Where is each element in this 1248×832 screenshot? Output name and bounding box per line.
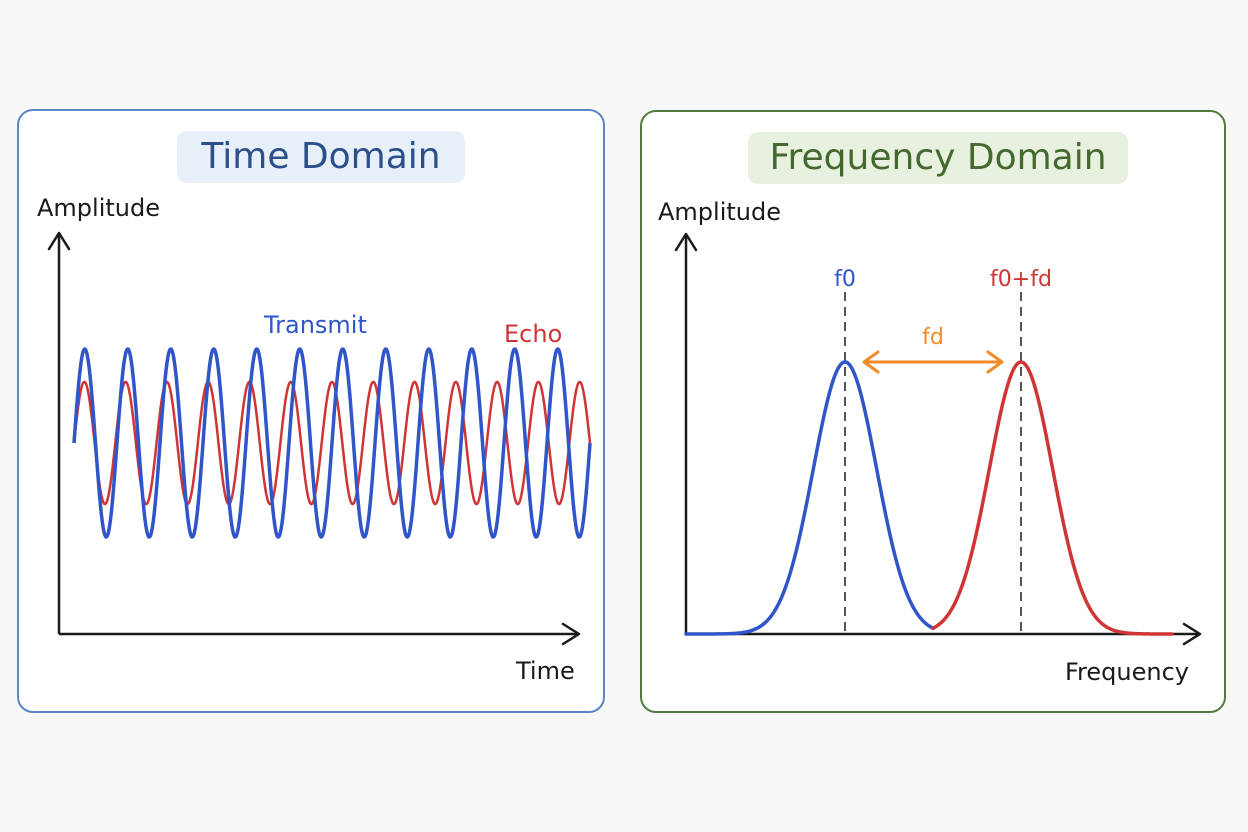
- time-y-axis-label: Amplitude: [37, 194, 160, 222]
- fd-shift-arrowhead-left: [862, 350, 880, 374]
- time-x-axis-arrowhead: [561, 622, 581, 646]
- frequency-domain-panel: Frequency Domain Amplitude Frequency f0 …: [640, 110, 1226, 713]
- f0-label: f0: [834, 267, 856, 292]
- time-x-axis-label: Time: [515, 657, 575, 685]
- freq-x-axis-label: Frequency: [1065, 658, 1189, 686]
- time-domain-plot: Amplitude Time Transmit Echo: [37, 194, 592, 685]
- transmit-wave: [72, 347, 592, 539]
- fd-shift-arrowhead-right: [986, 350, 1004, 374]
- echo-label: Echo: [504, 320, 562, 348]
- time-domain-title: Time Domain: [177, 131, 465, 183]
- f0-peak: [684, 360, 935, 636]
- fd-label: fd: [922, 325, 944, 350]
- frequency-domain-plot: Amplitude Frequency f0 f0+fd fd: [658, 198, 1202, 686]
- time-domain-panel: Time Domain Amplitude Time Transmit Echo: [17, 109, 605, 713]
- transmit-label: Transmit: [263, 311, 367, 339]
- f0-fd-label: f0+fd: [990, 267, 1052, 292]
- time-y-axis-arrowhead: [47, 231, 71, 251]
- frequency-domain-title: Frequency Domain: [748, 132, 1128, 184]
- echo-wave: [72, 380, 592, 506]
- freq-x-axis-arrowhead: [1182, 622, 1202, 646]
- freq-y-axis-label: Amplitude: [658, 198, 781, 226]
- freq-y-axis-arrowhead: [674, 232, 698, 252]
- f0-fd-peak: [931, 360, 1174, 636]
